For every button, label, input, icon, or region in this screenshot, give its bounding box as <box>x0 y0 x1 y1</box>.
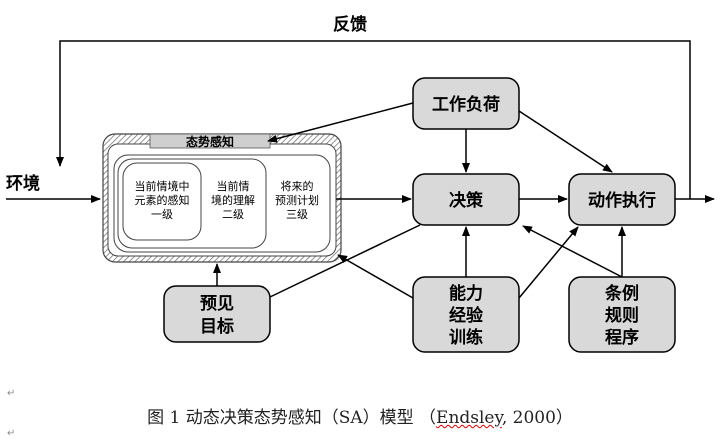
svg-text:训练: 训练 <box>449 327 483 348</box>
level3-text: 将来的 预测计划 三级 <box>275 179 319 221</box>
level2-text: 当前情 境的理解 二级 <box>211 179 255 221</box>
svg-text:程序: 程序 <box>605 327 639 348</box>
environment-label: 环境 <box>6 173 40 194</box>
svg-text:境的理解: 境的理解 <box>211 193 255 207</box>
connector-arrows <box>213 102 715 299</box>
arrow-decision-to-goals <box>269 224 421 298</box>
rules-box: 条例 规则 程序 <box>568 276 676 353</box>
svg-text:经验: 经验 <box>449 305 484 326</box>
paragraph-mark-end: ↵ <box>7 428 16 439</box>
arrow-workload-to-action <box>518 110 613 173</box>
decision-box: 决策 <box>412 173 520 226</box>
caption-author: Endsley <box>436 408 502 428</box>
svg-text:能力: 能力 <box>449 283 483 304</box>
svg-text:条例: 条例 <box>604 283 639 304</box>
arrow-ability-to-sa <box>337 254 414 299</box>
svg-text:二级: 二级 <box>222 208 244 221</box>
goals-box: 预见 目标 <box>163 285 271 343</box>
paragraph-mark: ↵ <box>7 388 16 399</box>
ability-box: 能力 经验 训练 <box>412 276 520 353</box>
situation-awareness-box: 态势感知 <box>102 133 342 263</box>
arrow-workload-to-sa <box>267 102 414 143</box>
caption-year: , 2000） <box>501 408 573 428</box>
svg-text:将来的: 将来的 <box>281 179 314 193</box>
arrow-rules-to-decision <box>522 225 623 278</box>
arrow-ability-to-action <box>518 226 579 299</box>
svg-text:工作负荷: 工作负荷 <box>432 94 500 115</box>
svg-text:当前情: 当前情 <box>217 179 250 193</box>
svg-text:一级: 一级 <box>151 208 173 221</box>
action-box: 动作执行 <box>568 173 676 226</box>
workload-box: 工作负荷 <box>412 77 520 130</box>
svg-text:三级: 三级 <box>286 208 308 221</box>
sa-label: 态势感知 <box>186 134 234 149</box>
svg-text:决策: 决策 <box>449 190 484 211</box>
feedback-line <box>56 40 691 199</box>
level1-text: 当前情境中 元素的感知 一级 <box>135 179 190 221</box>
svg-text:当前情境中: 当前情境中 <box>135 179 190 193</box>
svg-text:预测计划: 预测计划 <box>275 194 319 207</box>
svg-text:目标: 目标 <box>200 316 234 337</box>
svg-text:预见: 预见 <box>200 294 234 314</box>
svg-text:元素的感知: 元素的感知 <box>135 193 190 207</box>
figure-caption: 图 1 动态决策态势感知（SA）模型 （Endsley, 2000） <box>0 403 720 428</box>
feedback-label: 反馈 <box>333 14 367 35</box>
svg-text:规则: 规则 <box>605 305 639 326</box>
caption-text: 图 1 动态决策态势感知（SA）模型 （ <box>147 408 437 428</box>
svg-text:动作执行: 动作执行 <box>588 190 656 211</box>
sa-model-diagram: 反馈 环境 态势感知 当前情境中 元素的感知 一级 当前情 境的理解 二级 将来… <box>6 14 715 353</box>
